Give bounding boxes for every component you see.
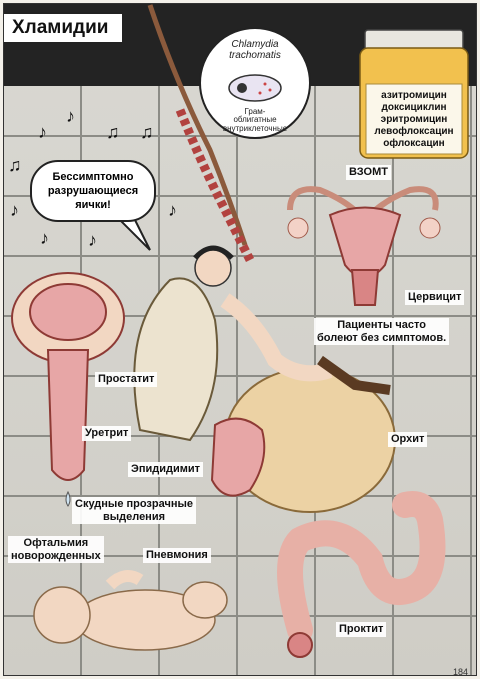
newborn-drawing — [33, 570, 228, 651]
music-note-icon: ♫ — [140, 122, 154, 142]
spermatic-cord — [175, 108, 255, 263]
label-orchitis: Орхит — [388, 432, 428, 447]
label-asymptomatic: Пациенты часто болеют без симптомов. — [314, 318, 450, 346]
label-ophthalmia: Офтальмия новорожденных — [8, 536, 104, 564]
speech-bubble: Бессимптомно разрушающиеся яички! — [30, 160, 156, 222]
drug-item: эритромицин — [380, 114, 448, 125]
music-note-icon: ♪ — [38, 122, 47, 142]
ophthalmia-line: Офтальмия — [23, 537, 89, 549]
discharge-line: Скудные прозрачные — [75, 498, 193, 510]
speech-line: Бессимптомно — [52, 170, 134, 183]
gram-line: Грам- — [244, 107, 266, 116]
drug-list: азитромицин доксициклин эритромицин лево… — [369, 90, 459, 150]
music-note-icon: ♪ — [66, 106, 75, 126]
colon-drawing — [277, 491, 446, 658]
drug-item: азитромицин — [381, 90, 447, 101]
gram-line: внутриклеточные — [222, 123, 288, 133]
ophthalmia-line: новорожденных — [11, 549, 101, 562]
drug-item: левофлоксацин — [374, 126, 454, 137]
page-number: 184 — [452, 667, 468, 677]
label-pid: ВЗОМТ — [346, 165, 391, 180]
music-note-icon: ♪ — [168, 200, 177, 220]
asymptomatic-line: болеют без симптомов. — [317, 331, 447, 344]
drug-item: доксициклин — [381, 102, 447, 113]
label-discharge: Скудные прозрачные выделения — [72, 497, 196, 525]
label-proctitis: Проктит — [336, 622, 387, 637]
label-cervicitis: Цервицит — [405, 290, 465, 305]
speech-line: яички! — [75, 199, 111, 212]
music-note-icon: ♪ — [40, 228, 49, 248]
pill-jar-icon — [359, 29, 469, 159]
asymptomatic-line: Пациенты часто — [337, 319, 426, 331]
page-title: Хламидии — [4, 12, 124, 44]
music-note-icon: ♪ — [10, 200, 19, 220]
male-reproductive-drawing — [11, 272, 125, 507]
rope — [147, 4, 248, 246]
testis-drawing — [133, 277, 396, 513]
discharge-line: выделения — [102, 510, 166, 523]
uterus-drawing — [287, 186, 441, 306]
gram-line: облигатные — [233, 115, 277, 125]
label-prostatitis: Простатит — [95, 372, 158, 387]
microbe-icon — [228, 74, 282, 102]
label-urethritis: Уретрит — [82, 426, 132, 441]
speech-line: разрушающиеся — [47, 184, 139, 197]
label-epididymitis: Эпидидимит — [128, 462, 204, 477]
music-note-icon: ♫ — [8, 155, 22, 175]
patient-figure — [193, 245, 391, 395]
music-note-icon: ♫ — [106, 122, 120, 142]
pathogen-name: Chlamydia trachomatis — [229, 39, 281, 61]
label-pneumonia: Пневмония — [143, 548, 211, 563]
drug-item: офлоксацин — [383, 138, 445, 149]
music-note-icon: ♪ — [88, 230, 97, 250]
pathogen-gram-label: Грам- облигатные внутриклеточные — [222, 107, 288, 133]
